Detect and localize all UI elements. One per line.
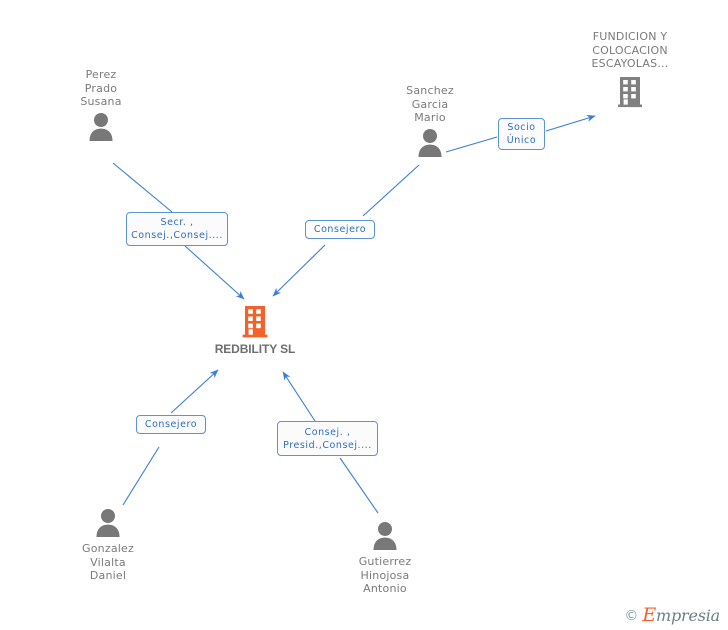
person-icon bbox=[325, 518, 445, 552]
node-person-sanchez[interactable]: Sanchez Garcia Mario bbox=[370, 84, 490, 159]
edge-socio-label-to-company-right bbox=[545, 115, 596, 132]
person-icon bbox=[41, 109, 161, 143]
edge-sanchez-to-label bbox=[362, 164, 420, 217]
person-icon bbox=[48, 505, 168, 539]
edge-gutierrez-to-label bbox=[339, 457, 379, 514]
edge-label-to-company-from-gutierrez bbox=[282, 371, 316, 422]
edge-label-to-company-from-sanchez bbox=[272, 244, 326, 297]
node-person-perez[interactable]: Perez Prado Susana bbox=[41, 68, 161, 143]
edge-label-to-company-from-perez bbox=[184, 245, 245, 300]
building-icon bbox=[195, 303, 315, 341]
relation-label-sanchez-fundicion[interactable]: Socio Único bbox=[498, 118, 545, 150]
building-icon bbox=[566, 75, 694, 109]
relation-label-gonzalez-redbility[interactable]: Consejero bbox=[136, 415, 206, 434]
edge-perez-to-label bbox=[112, 162, 173, 213]
relation-label-gutierrez-redbility[interactable]: Consej. , Presid.,Consej.... bbox=[277, 421, 378, 456]
node-company-fundicion[interactable]: FUNDICION Y COLOCACION ESCAYOLAS… bbox=[566, 30, 694, 109]
copyright-icon: © bbox=[624, 607, 639, 624]
empresia-logo-capital: E bbox=[642, 604, 656, 626]
edge-label-to-company-from-gonzalez bbox=[170, 369, 219, 414]
empresia-watermark: © Empresia bbox=[624, 604, 720, 626]
person-gonzalez-name: Gonzalez Vilalta Daniel bbox=[82, 542, 134, 582]
node-person-gonzalez[interactable]: Gonzalez Vilalta Daniel bbox=[48, 505, 168, 583]
company-fundicion-name: FUNDICION Y COLOCACION ESCAYOLAS… bbox=[591, 30, 669, 70]
person-perez-name: Perez Prado Susana bbox=[80, 68, 122, 108]
empresia-logo-text: Empresia bbox=[642, 604, 720, 626]
relation-label-perez-redbility[interactable]: Secr. , Consej.,Consej.... bbox=[126, 212, 228, 246]
edge-gonzalez-to-label bbox=[122, 446, 160, 506]
person-icon bbox=[370, 125, 490, 159]
node-person-gutierrez[interactable]: Gutierrez Hinojosa Antonio bbox=[325, 518, 445, 596]
person-sanchez-name: Sanchez Garcia Mario bbox=[406, 84, 454, 124]
node-company-redbility[interactable]: REDBILITY SL bbox=[195, 303, 315, 357]
empresia-logo-rest: mpresia bbox=[656, 606, 720, 625]
person-gutierrez-name: Gutierrez Hinojosa Antonio bbox=[358, 555, 412, 595]
relation-label-sanchez-redbility[interactable]: Consejero bbox=[305, 220, 375, 239]
company-redbility-name: REDBILITY SL bbox=[214, 342, 296, 356]
